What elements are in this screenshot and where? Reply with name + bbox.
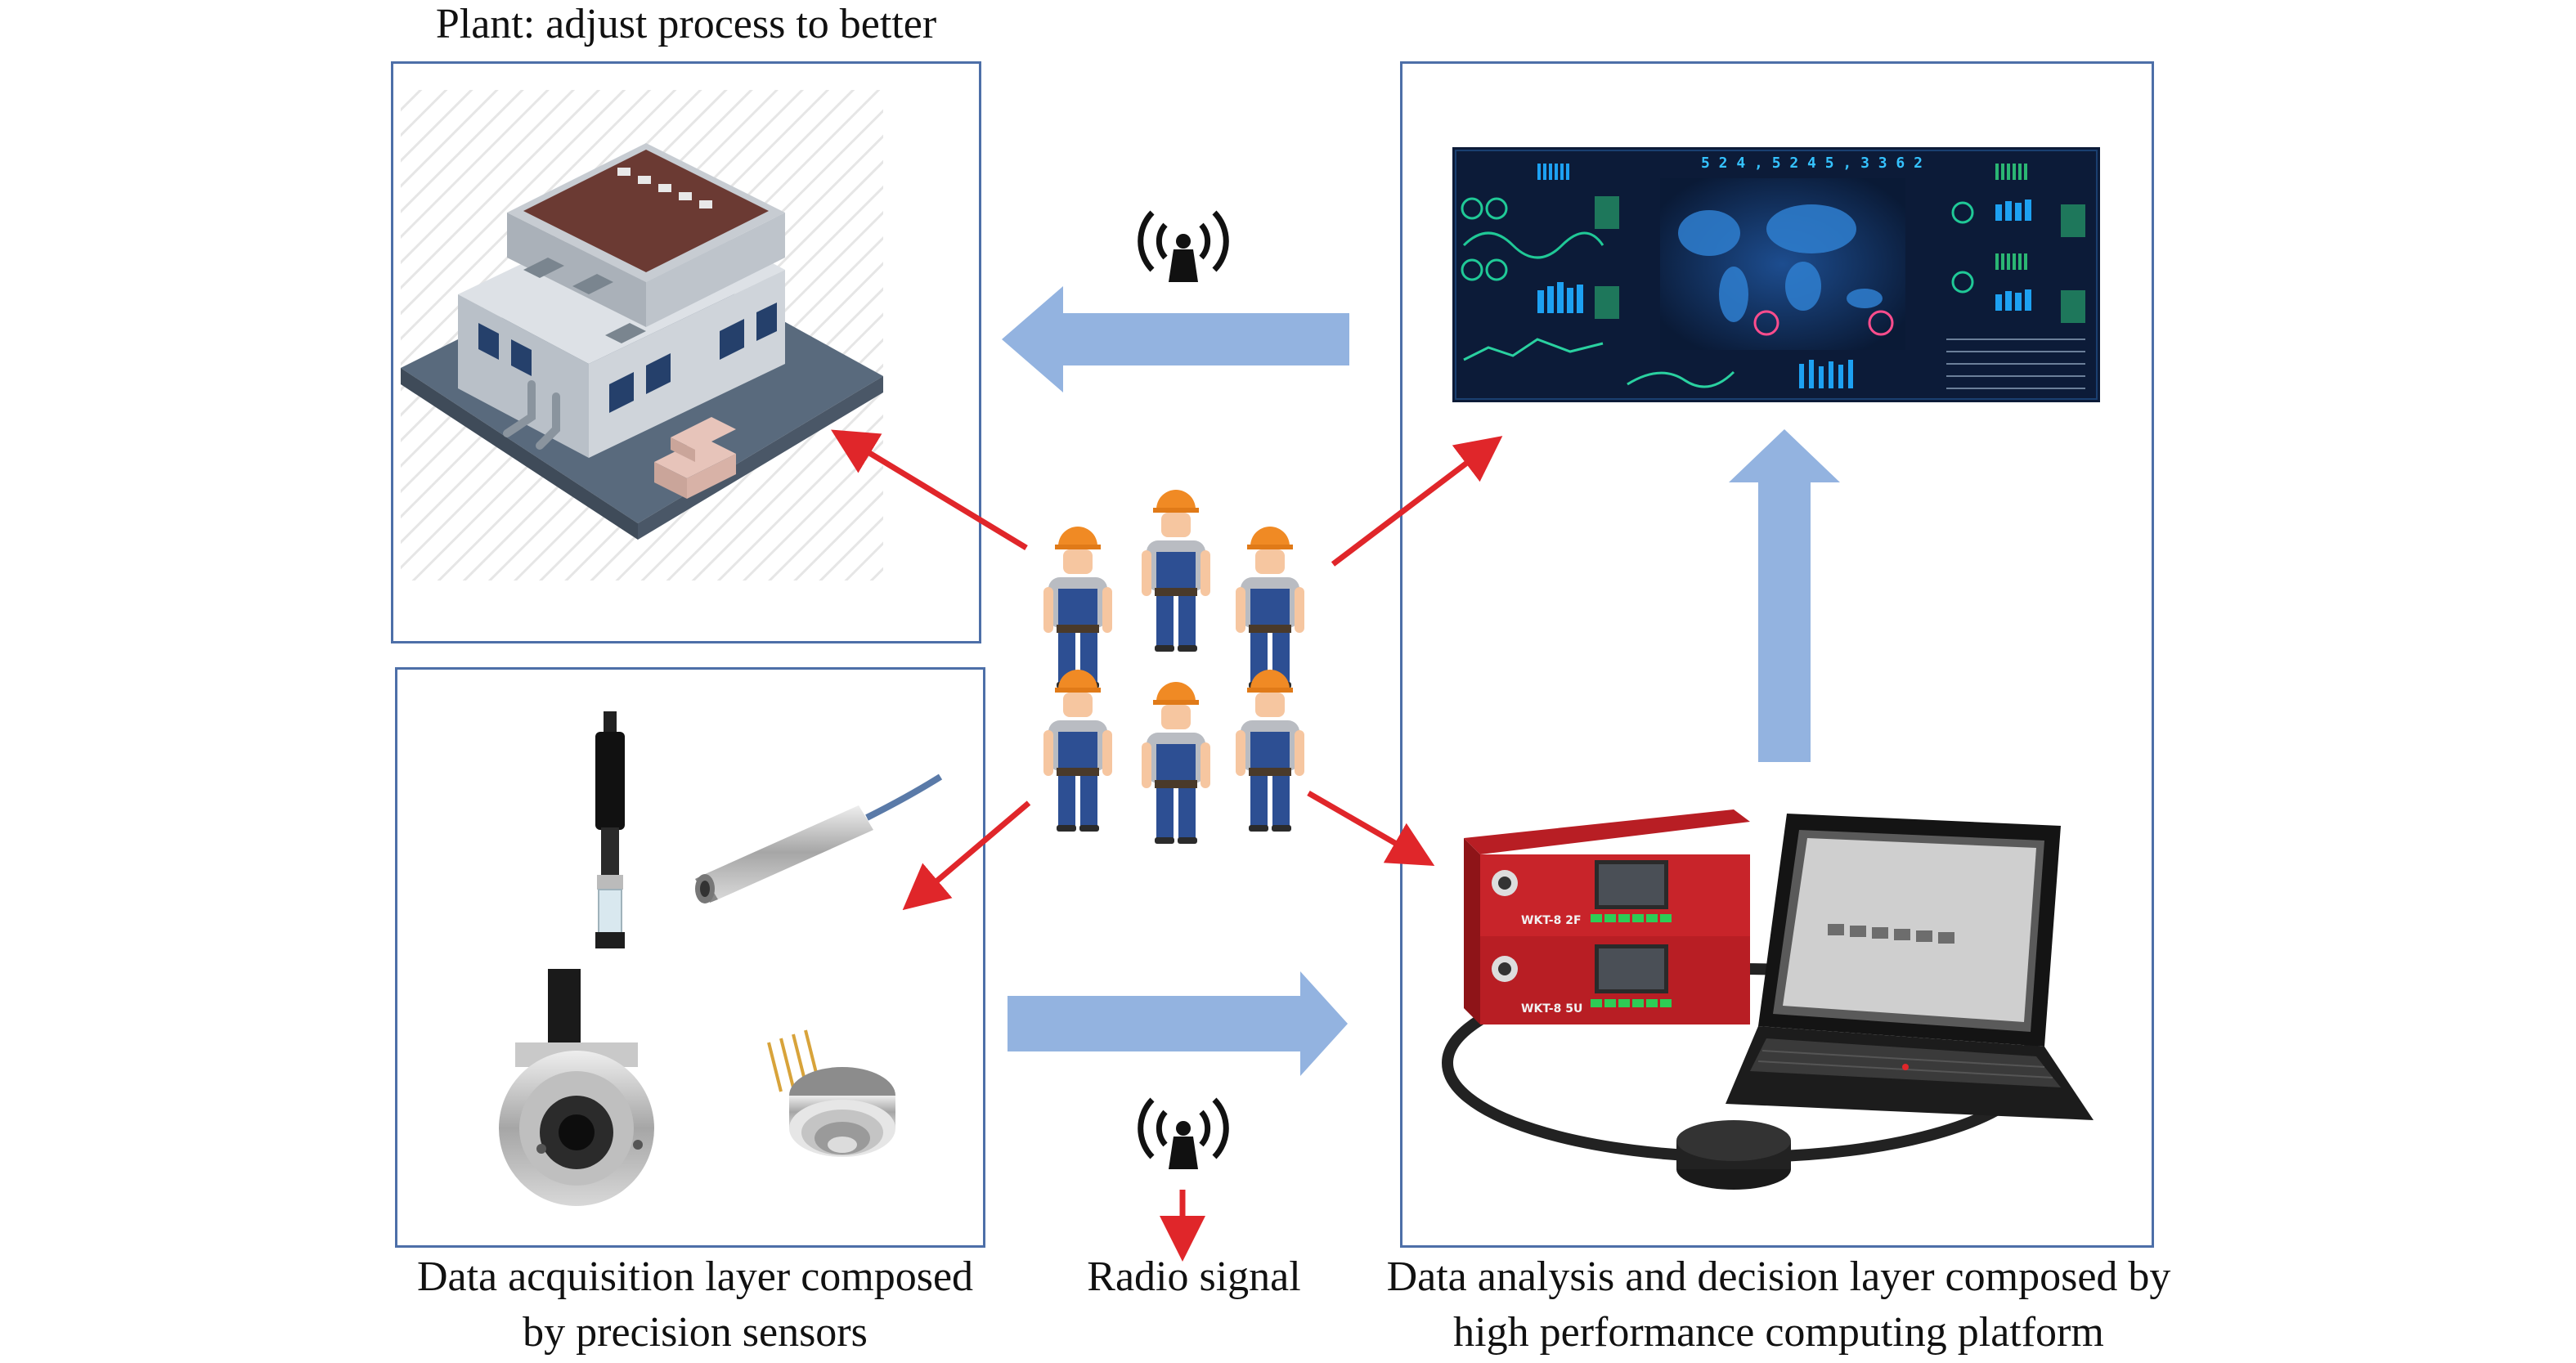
camera-sensor	[499, 969, 654, 1206]
device-bottom-label: WKT-8 5U	[1521, 1002, 1582, 1016]
arrow-to-dashboard	[1331, 436, 1503, 567]
dashboard-counter: 5 2 4 , 5 2 4 5 , 3 3 6 2	[1701, 155, 1923, 172]
worker-icon	[1236, 670, 1304, 832]
transmission-arrow	[1008, 971, 1348, 1076]
arrow-to-device	[1307, 790, 1435, 866]
vertical-probe-sensor	[595, 711, 625, 948]
arrow-to-plant	[831, 429, 1028, 550]
arrow-to-sensors	[902, 800, 1031, 911]
sensor-panel	[395, 667, 985, 1248]
worker-icon	[1142, 682, 1210, 844]
acquisition-caption-line2: by precision sensors	[523, 1309, 868, 1356]
pressure-sensor	[767, 1029, 895, 1157]
worker-icon	[1043, 670, 1112, 832]
worker-icon	[1236, 527, 1304, 688]
analysis-layer-caption: Data analysis and decision layer compose…	[1325, 1249, 2233, 1361]
factory-illustration	[401, 90, 883, 581]
acquisition-device: WKT-8 2F WKT-8 5U	[1464, 809, 1750, 1024]
computing-panel	[1400, 61, 2154, 1248]
workers-group	[1043, 490, 1304, 844]
computing-hardware: WKT-8 2F WKT-8 5U	[1442, 809, 2094, 1190]
radio-signal-caption: Radio signal	[1087, 1253, 1301, 1300]
device-top-label: WKT-8 2F	[1521, 914, 1582, 927]
analysis-caption-line2: high performance computing platform	[1453, 1309, 2104, 1356]
analysis-caption-line1: Data analysis and decision layer compose…	[1386, 1253, 2171, 1300]
acquisition-layer-caption: Data acquisition layer composed by preci…	[360, 1249, 1030, 1361]
radio-tower-icon	[1138, 1097, 1229, 1169]
sensor-illustrations	[499, 711, 943, 1206]
laptop	[1726, 814, 2094, 1120]
worker-icon	[1043, 527, 1112, 688]
radio-tower-icon	[1138, 210, 1229, 282]
feedback-arrow	[1002, 286, 1349, 392]
upload-arrow	[1729, 429, 1840, 762]
dashboard-screen: 5 2 4 , 5 2 4 5 , 3 3 6 2	[1452, 147, 2100, 402]
worker-icon	[1142, 490, 1210, 652]
plant-title: Plant: adjust process to better	[435, 1, 937, 47]
plant-panel	[391, 61, 981, 643]
acquisition-caption-line1: Data acquisition layer composed	[416, 1253, 974, 1300]
infrared-cylinder-sensor	[695, 773, 943, 903]
